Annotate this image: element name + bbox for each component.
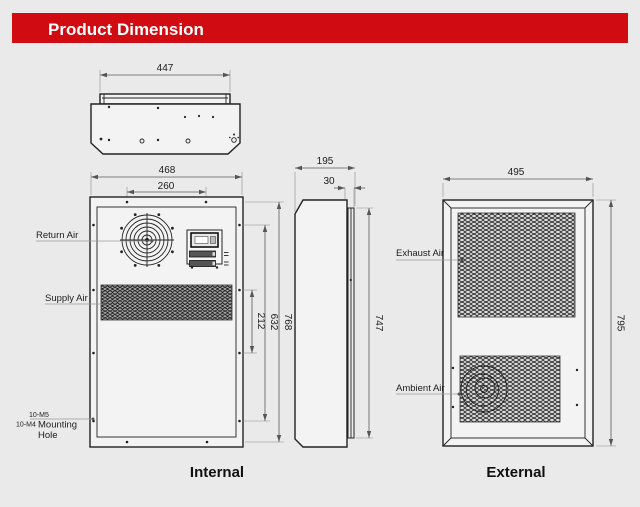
- title-bar-background: [12, 13, 628, 43]
- ambient-air-fan: [460, 365, 508, 413]
- supply-air-grille: [100, 284, 233, 321]
- exhaust-air-label: Exhaust Air: [396, 248, 444, 259]
- dim-internal-height-outer: 768: [282, 314, 293, 331]
- return-air-label: Return Air: [36, 230, 78, 241]
- dim-external-height: 795: [615, 315, 626, 332]
- page-title: Product Dimension: [48, 20, 204, 39]
- terminal-strip: [189, 260, 216, 267]
- internal-cabinet-inner: [96, 206, 237, 438]
- ground-symbol-icon: [229, 133, 239, 143]
- external-cabinet-inner: [450, 207, 586, 439]
- ambient-air-label: Ambient Air: [396, 383, 445, 394]
- dim-side-depth: 195: [317, 156, 334, 167]
- top-view: 447: [90, 63, 241, 155]
- external-view-label: External: [486, 464, 545, 481]
- dim-external-width: 495: [508, 167, 525, 178]
- top-view-flange: [99, 93, 231, 105]
- internal-view-label: Internal: [190, 464, 244, 481]
- mounting-hole-label: 10-M5 10-M4 Mounting Hole: [16, 412, 95, 441]
- terminal-strip: [189, 250, 216, 258]
- dim-internal-height-inner: 632: [268, 314, 279, 331]
- mounting-holes: [92, 200, 241, 444]
- external-mounting-holes: [451, 366, 579, 409]
- mounting-hole-word-2: Hole: [38, 430, 58, 441]
- external-view: 495 Exhaust Air Ambient Air: [396, 167, 626, 481]
- dim-side-flange: 30: [323, 176, 335, 187]
- side-view: 195 30 747: [294, 156, 384, 448]
- internal-view: 468 260: [16, 165, 293, 481]
- dim-top-width: 447: [157, 63, 174, 74]
- mounting-hole-size-2: 10-M4: [16, 422, 36, 429]
- dim-side-height: 747: [373, 315, 384, 332]
- dim-internal-width-inner: 260: [158, 181, 175, 192]
- title-bar: Product Dimension: [12, 13, 628, 43]
- controller-panel: [186, 229, 229, 269]
- dim-internal-height-small: 212: [255, 313, 266, 330]
- supply-air-label: Supply Air: [45, 293, 88, 304]
- mounting-hole-word-1: Mounting: [38, 420, 77, 431]
- side-view-body: [294, 199, 348, 448]
- dim-internal-width-outer: 468: [159, 165, 176, 176]
- top-view-holes: [99, 105, 215, 144]
- mounting-hole-size-1: 10-M5: [29, 412, 49, 419]
- exhaust-air-grille: [457, 212, 576, 318]
- top-view-body: [90, 103, 241, 155]
